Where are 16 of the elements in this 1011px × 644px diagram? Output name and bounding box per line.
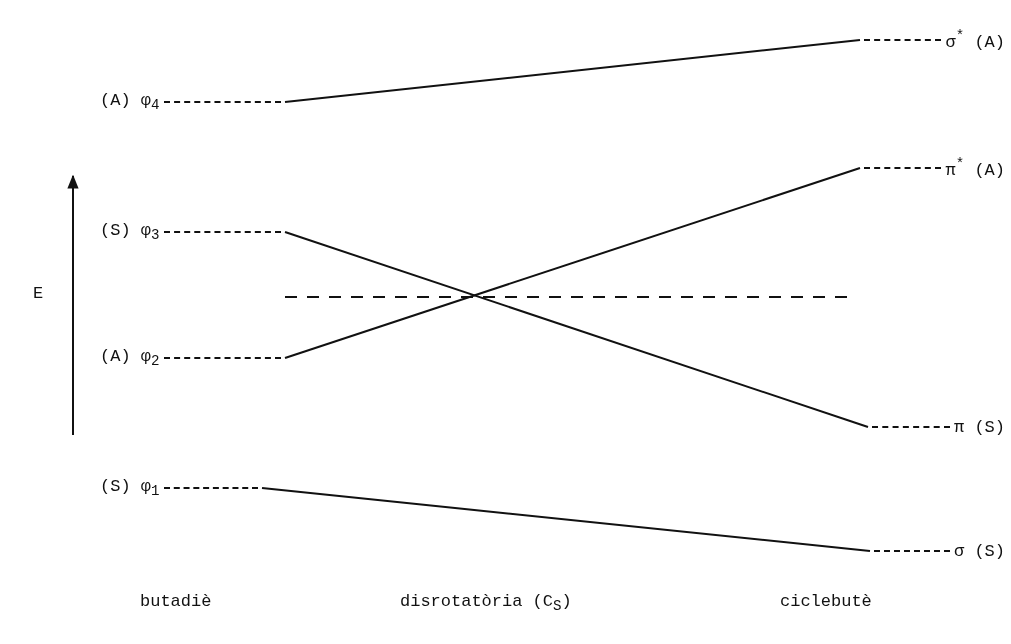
correlation-line — [284, 231, 869, 428]
correlation-line — [284, 39, 861, 103]
energy-level: σ$^{*}$ (A) — [860, 23, 1005, 57]
energy-level: (S) φ$_{1}$ — [100, 471, 262, 505]
correlation-line — [284, 167, 861, 359]
column-label: disrotatòria (C$_{S}$) — [400, 592, 572, 615]
energy-level: π$^{*}$ (A) — [860, 151, 1005, 185]
energy-level: (S) φ$_{3}$ — [100, 215, 285, 249]
correlation-line — [261, 487, 871, 552]
energy-level: (A) φ$_{2}$ — [100, 341, 285, 375]
column-label: butadiè — [140, 592, 212, 611]
energy-level: (A) φ$_{4}$ — [100, 85, 285, 119]
column-label: ciclebutè — [780, 592, 872, 611]
energy-level: π (S) — [868, 410, 1005, 444]
energy-level: σ (S) — [870, 534, 1005, 568]
axis-label: E — [33, 284, 44, 303]
